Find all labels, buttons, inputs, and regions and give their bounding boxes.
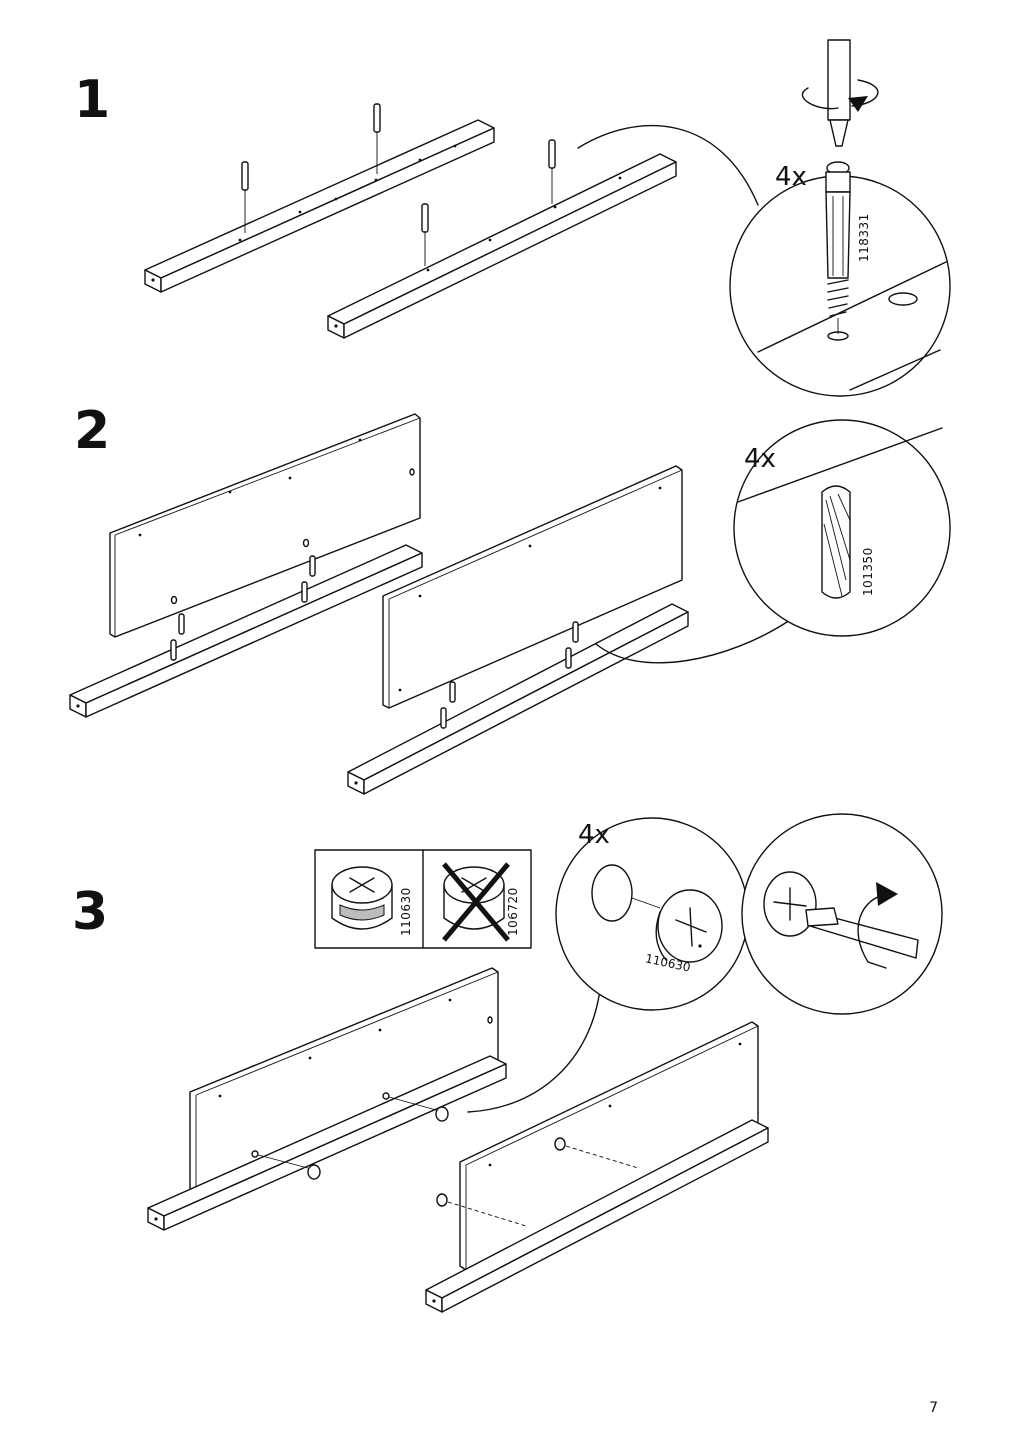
step3-callout-cam	[467, 817, 749, 1113]
part-number: 101350	[861, 547, 875, 596]
step1-screws	[241, 103, 556, 266]
cross-out-icon	[442, 862, 510, 942]
step1-rail-front	[327, 153, 677, 339]
step2-dowels-left	[170, 555, 316, 661]
correct-part-number: 110630	[399, 887, 413, 936]
step1-rail-back	[144, 119, 495, 293]
step-number: 2	[74, 401, 111, 461]
step3-cams-left	[251, 1092, 449, 1180]
step2-callout	[595, 419, 951, 664]
rotate-arrow-icon	[857, 882, 898, 969]
step3-cams-right	[436, 1137, 639, 1227]
quantity-label: 4x	[578, 820, 610, 850]
step3-rail-right	[425, 1119, 769, 1313]
step-number: 1	[74, 70, 111, 130]
page-number: 7	[929, 1400, 938, 1416]
incorrect-part-number: 106720	[506, 887, 520, 936]
step-number: 3	[72, 882, 109, 942]
step3-callout-screwdriver	[741, 813, 943, 1015]
step2-rail-right	[347, 603, 689, 795]
step3-compare-box	[314, 849, 532, 949]
screwdriver-rotate-icon	[801, 79, 879, 112]
step2-dowels-right	[440, 621, 579, 729]
quantity-label: 4x	[744, 444, 776, 474]
step1-callout	[577, 39, 951, 397]
quantity-label: 4x	[775, 162, 807, 192]
part-number: 118331	[857, 213, 871, 262]
step2-panel-right	[382, 465, 683, 709]
step2-panel-left	[109, 413, 421, 638]
step2-rail-left	[69, 544, 423, 718]
